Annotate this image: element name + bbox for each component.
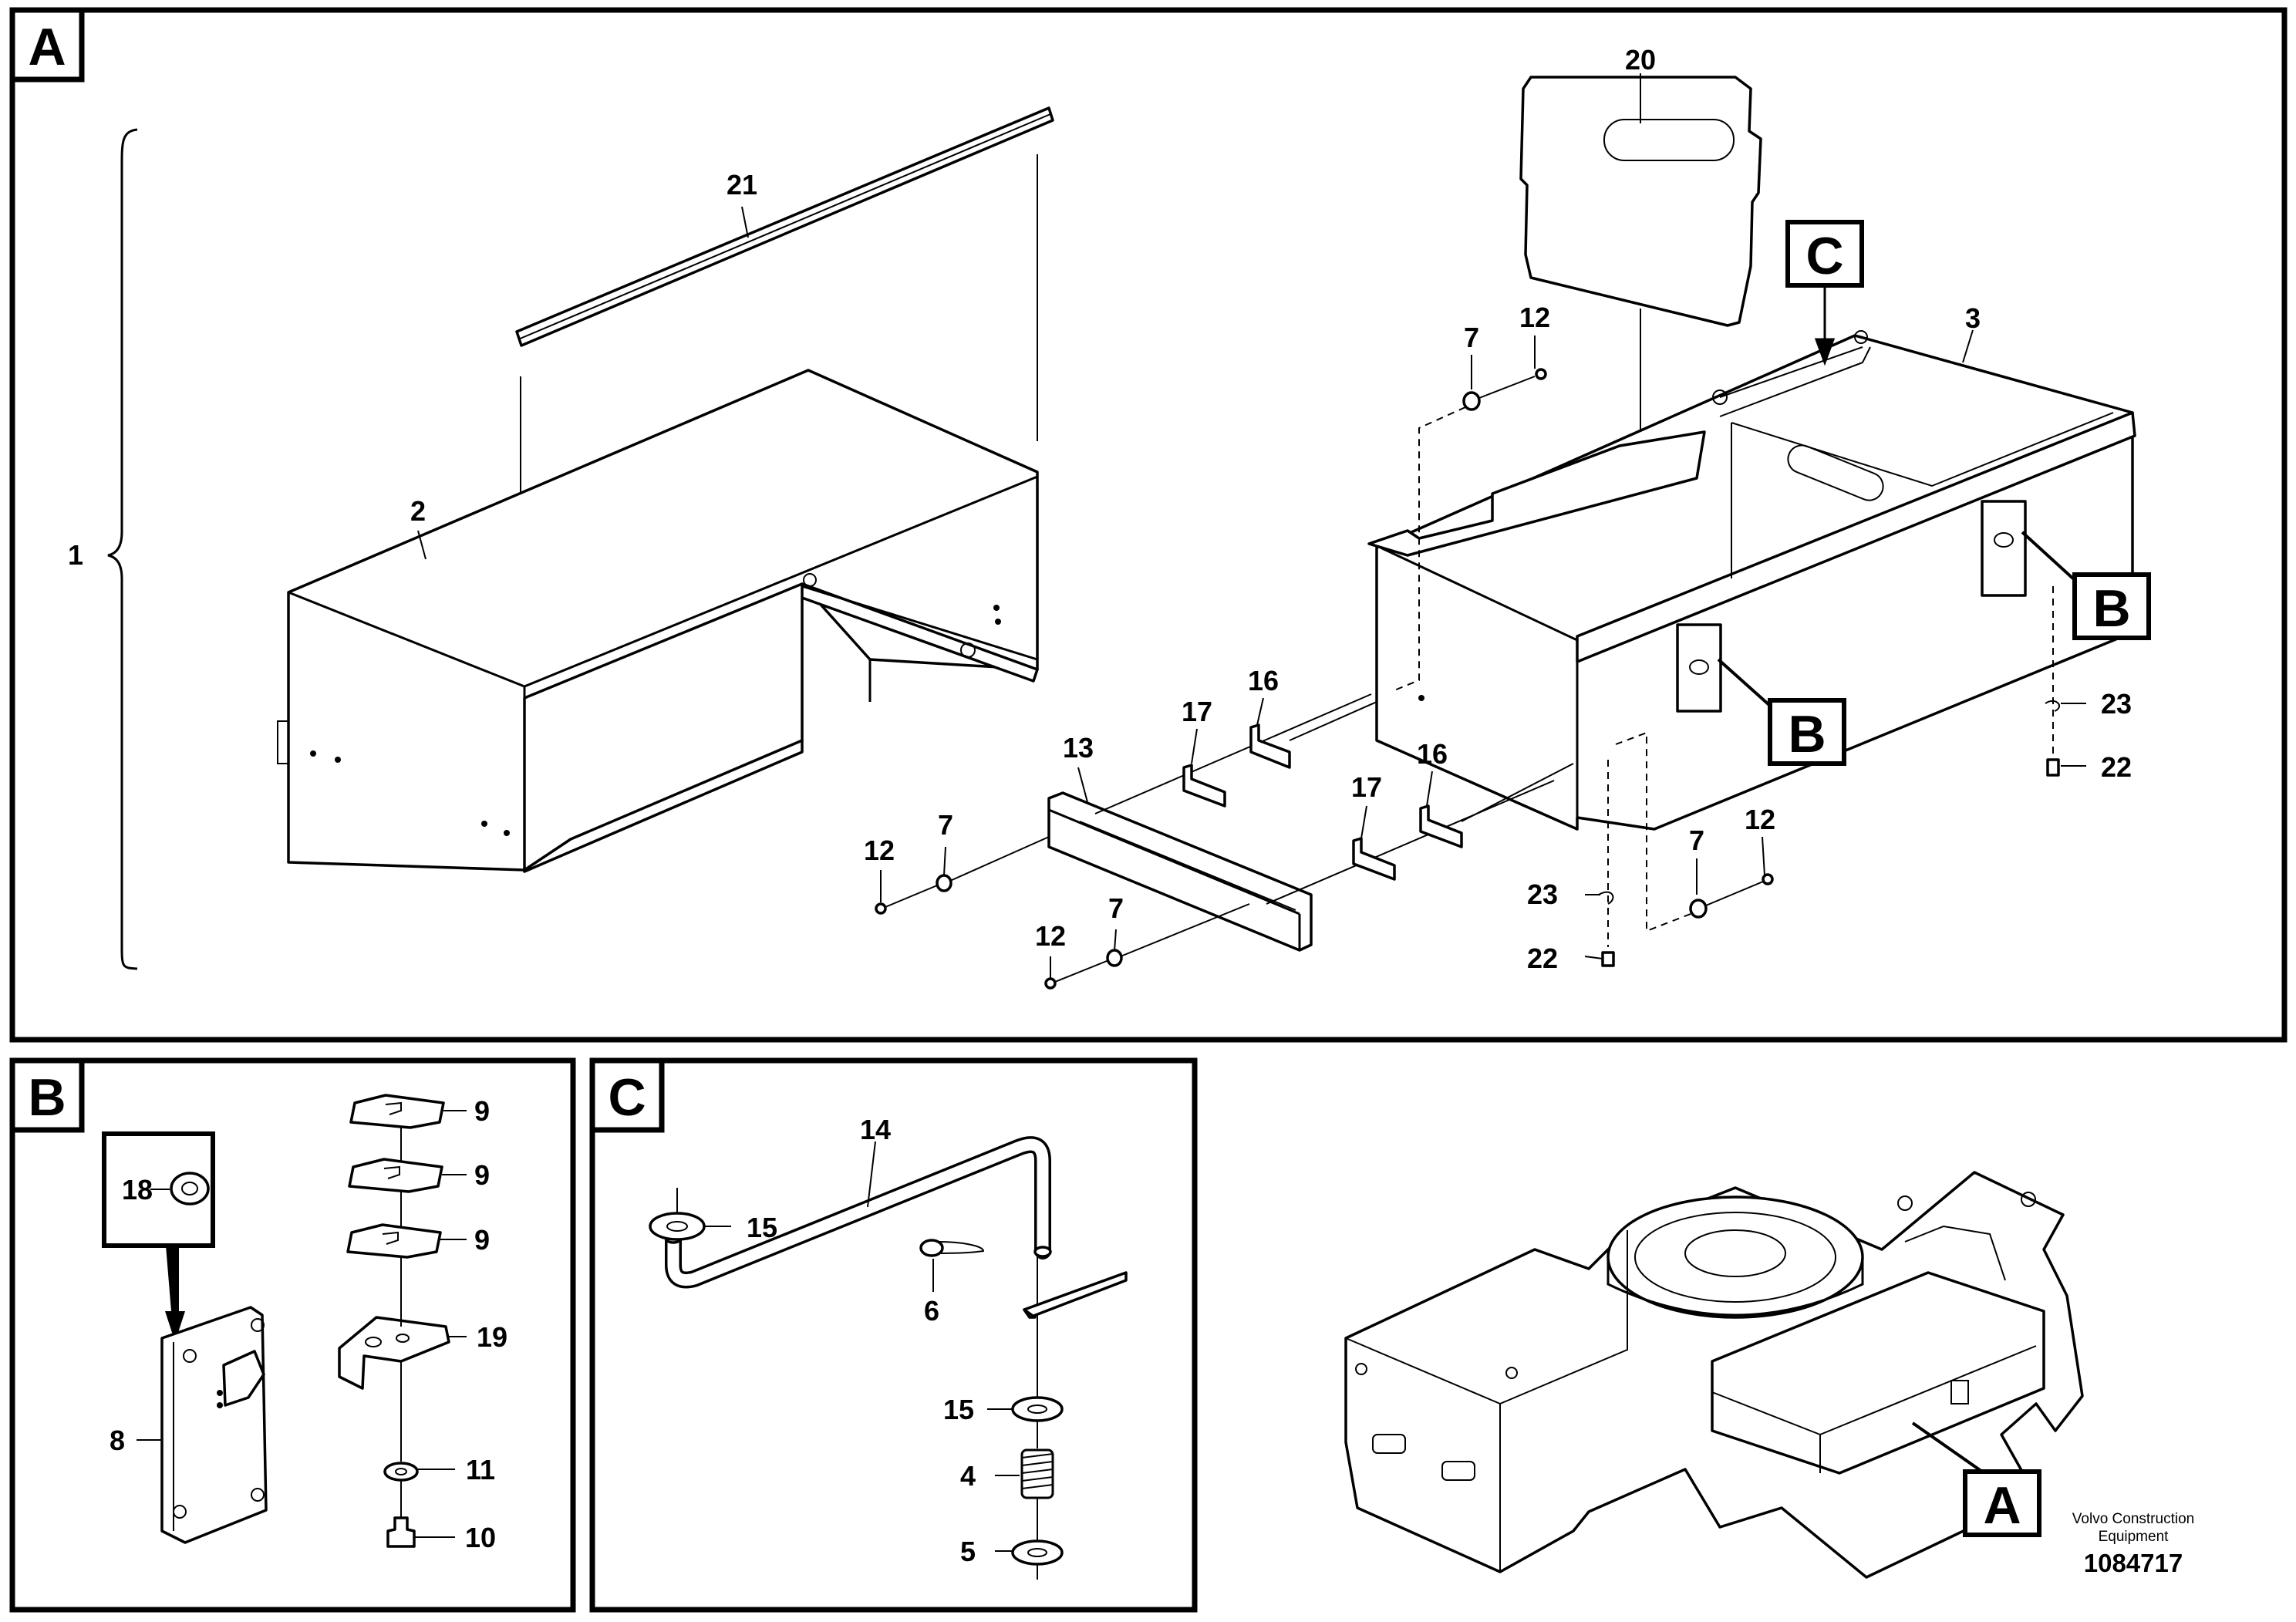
part-spacer-17-upper [1182, 728, 1226, 808]
callout-23-a: 23 [1527, 878, 1558, 910]
callout-16-upper: 16 [1248, 665, 1279, 696]
part-washer-15-upper [649, 1188, 731, 1241]
callout-22-b: 22 [2101, 751, 2132, 783]
callout-16-lower: 16 [1417, 738, 1448, 770]
part-rail-13 [1047, 693, 1555, 952]
part-washer-7-c [1462, 355, 1536, 411]
part-spacer-16-upper [1249, 697, 1291, 769]
panel-b: B 18 8 9 [9, 1057, 576, 1613]
part-shim-9-c [346, 1223, 467, 1259]
callout-12-a: 12 [864, 835, 895, 866]
detail-c-marker: C [1785, 220, 1864, 366]
part-washer-11 [383, 1462, 455, 1518]
part-bracket-8 [137, 1306, 268, 1544]
callout-3: 3 [1965, 302, 1981, 334]
part-screw-10 [386, 1516, 455, 1548]
overview-machine-frame: A [1344, 1171, 2084, 1579]
assembly-brace [107, 128, 138, 970]
part-cover-2 [277, 369, 1039, 873]
title-block: Volvo Construction Equipment 1084717 [2072, 1511, 2194, 1577]
drawing-number: 1084717 [2084, 1549, 2183, 1577]
part-rod-14 [664, 1136, 1052, 1398]
callout-5: 5 [960, 1536, 976, 1567]
part-clip-23-a [1585, 891, 1614, 905]
callout-14: 14 [860, 1114, 891, 1145]
part-spacer-17-lower [1352, 805, 1396, 881]
callout-9-b: 9 [474, 1159, 490, 1191]
part-screw-12-d [1762, 836, 1774, 885]
callout-23-b: 23 [2101, 688, 2132, 720]
part-clip-23-b [2045, 700, 2086, 712]
part-washer-18-detail [102, 1131, 215, 1342]
callout-7-c: 7 [1464, 322, 1479, 353]
part-frame-3 [1367, 329, 2136, 831]
part-washer-7-d [1689, 858, 1764, 919]
detail-b-tag-left: B [1788, 705, 1826, 764]
part-plate-19 [338, 1316, 467, 1390]
callout-15-upper: 15 [747, 1212, 777, 1243]
part-shim-9-a [349, 1094, 467, 1129]
callout-7-d: 7 [1689, 824, 1704, 856]
panel-c: C 14 15 6 [589, 1057, 1198, 1613]
detail-c-tag: C [1805, 227, 1843, 285]
brand-line-1: Volvo Construction [2072, 1511, 2194, 1527]
callout-7-b: 7 [1108, 892, 1124, 924]
part-spacer-16-lower [1419, 771, 1463, 848]
part-shim-9-b [348, 1158, 467, 1193]
part-screw-12-a [875, 870, 938, 915]
callout-6: 6 [924, 1295, 939, 1327]
part-screw-12-c [1534, 336, 1547, 380]
guide-dash-lower [1615, 731, 1691, 932]
callout-9-c: 9 [474, 1224, 490, 1256]
brand-line-2: Equipment [2099, 1529, 2170, 1545]
callout-21: 21 [727, 169, 757, 201]
callout-19: 19 [477, 1321, 507, 1353]
overview-a-marker: A [1911, 1421, 2041, 1537]
callout-7-a: 7 [938, 809, 953, 841]
part-washer-5 [995, 1539, 1064, 1580]
overview-a-tag: A [1983, 1476, 2021, 1535]
detail-b-marker-right: B [2021, 531, 2151, 640]
callout-10: 10 [465, 1522, 496, 1553]
part-spring-4 [995, 1448, 1054, 1543]
panel-a: A 1 21 [9, 7, 2288, 1043]
callout-20: 20 [1625, 44, 1656, 76]
callout-9-a: 9 [474, 1095, 490, 1127]
callout-17-upper: 17 [1182, 696, 1212, 727]
callout-12-c: 12 [1519, 302, 1550, 333]
panel-a-tag: A [28, 18, 66, 76]
part-pad [1023, 1271, 1128, 1319]
part-washer-15-lower [987, 1396, 1064, 1448]
callout-1: 1 [68, 539, 83, 571]
callout-2: 2 [410, 495, 426, 527]
callout-22-a: 22 [1527, 943, 1558, 974]
callout-18: 18 [122, 1174, 153, 1206]
callout-12-b: 12 [1035, 920, 1066, 952]
panel-c-tag: C [608, 1068, 646, 1127]
callout-12-d: 12 [1745, 804, 1775, 835]
callout-15-lower: 15 [943, 1394, 974, 1425]
panel-a-tag-box [9, 7, 85, 83]
part-bolt-22-b [2046, 586, 2086, 777]
guide-dash-upper [1394, 406, 1466, 691]
callout-4: 4 [960, 1460, 976, 1492]
part-washer-7-a [936, 836, 1050, 892]
detail-b-marker-left: B [1717, 658, 1846, 766]
part-bolt-22-a [1584, 760, 1615, 967]
part-pin-6 [919, 1239, 985, 1292]
callout-13: 13 [1063, 732, 1094, 764]
callout-17-lower: 17 [1351, 771, 1382, 803]
callout-11: 11 [466, 1454, 495, 1485]
callout-8: 8 [110, 1425, 125, 1456]
panel-b-tag: B [28, 1068, 66, 1127]
part-washer-7-b [1106, 903, 1250, 967]
part-screw-12-b [1044, 956, 1111, 990]
detail-b-tag-right: B [2092, 579, 2130, 638]
